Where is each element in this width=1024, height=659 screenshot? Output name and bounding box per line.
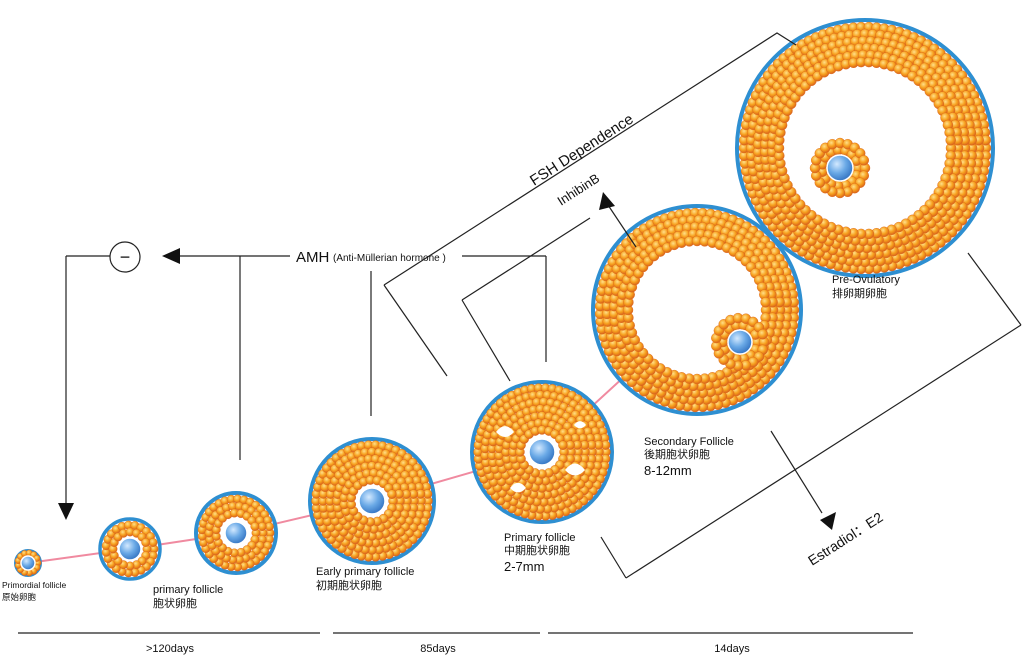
amh-label: AMH [296, 249, 329, 266]
inhibin-line-arrow [607, 204, 637, 248]
inhibin-label: InhibinB [555, 171, 603, 209]
timeline-label-2: 14days [714, 643, 750, 655]
follicle-primordial [14, 549, 42, 577]
inhibin-arrowhead [599, 192, 615, 210]
stage-4-jp: 後期胞状卵胞 [644, 447, 710, 461]
follicle-early-antral [308, 437, 436, 565]
stage-1-name: primary follicle [153, 584, 223, 596]
stage-3-size: 2-7mm [504, 559, 544, 574]
inhibition-circle [109, 241, 141, 273]
stage-3-name: Primary follicle [504, 532, 576, 544]
follicle-primary-multilayer [194, 491, 278, 575]
stage-3-jp: 中期胞状卵胞 [504, 543, 570, 557]
stage-1-jp: 胞状卵胞 [153, 596, 197, 610]
stage-4-size: 8-12mm [644, 463, 692, 478]
stage-2-jp: 初期胞状卵胞 [316, 578, 382, 592]
estradiol-label: Estradiol：E2 [805, 509, 886, 569]
stage-0-jp: 原始卵胞 [2, 592, 37, 603]
inhibin-line-up [461, 217, 591, 301]
amh-full-name: (Anti-Müllerian hormone ) [333, 253, 446, 264]
amh-feedback-lines [65, 255, 547, 503]
stage-5-jp: 排卵期卵胞 [832, 286, 887, 300]
stage-5-name: Pre-Ovulatory [832, 274, 900, 286]
fsh-dependence-bracket-top [383, 32, 797, 286]
timeline-label-1: 85days [420, 643, 456, 655]
follicle-mid-antral [470, 380, 614, 524]
follicle-primary [98, 517, 162, 581]
follicle-secondary [591, 204, 803, 416]
inhibition-symbol: − [120, 247, 131, 267]
fsh-dependence-bracket [383, 284, 448, 377]
amh-arrowhead [162, 248, 180, 264]
stage-2-name: Early primary follicle [316, 566, 414, 578]
estradiol-arrowhead [820, 512, 836, 530]
timeline-label-0: >120days [146, 643, 195, 655]
inhibit-arrowhead [58, 503, 74, 520]
inhibin-lines [461, 299, 511, 382]
stage-4-name: Secondary Follicle [644, 436, 734, 448]
stage-0-name: Primordial follicle [2, 580, 67, 590]
follicle-pre-ovulatory [735, 18, 995, 278]
estradiol-bracket [600, 252, 1022, 579]
